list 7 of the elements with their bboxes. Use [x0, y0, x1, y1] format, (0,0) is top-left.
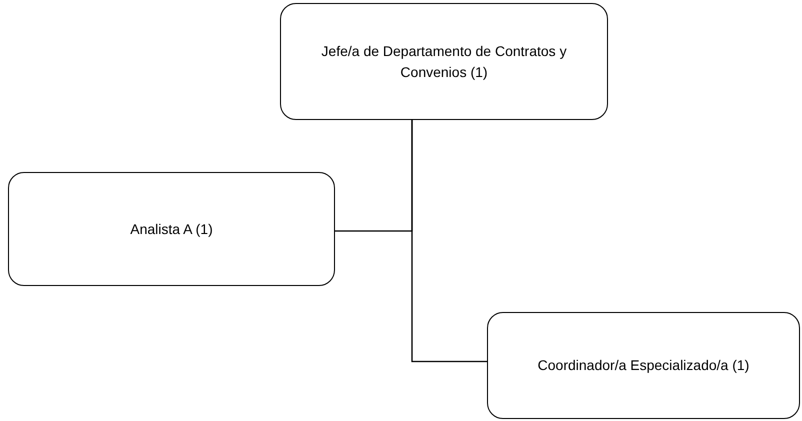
- position-title: Analista A (1): [129, 220, 214, 239]
- position-title: Coordinador/a Especializado/a (1): [536, 356, 750, 375]
- org-box: [280, 3, 608, 120]
- org-box: [8, 172, 335, 286]
- connector-line: [411, 120, 487, 362]
- position-title: Jefe/a de Departamento de Contratos y Convenios (1): [320, 42, 568, 82]
- org-box: [487, 312, 800, 419]
